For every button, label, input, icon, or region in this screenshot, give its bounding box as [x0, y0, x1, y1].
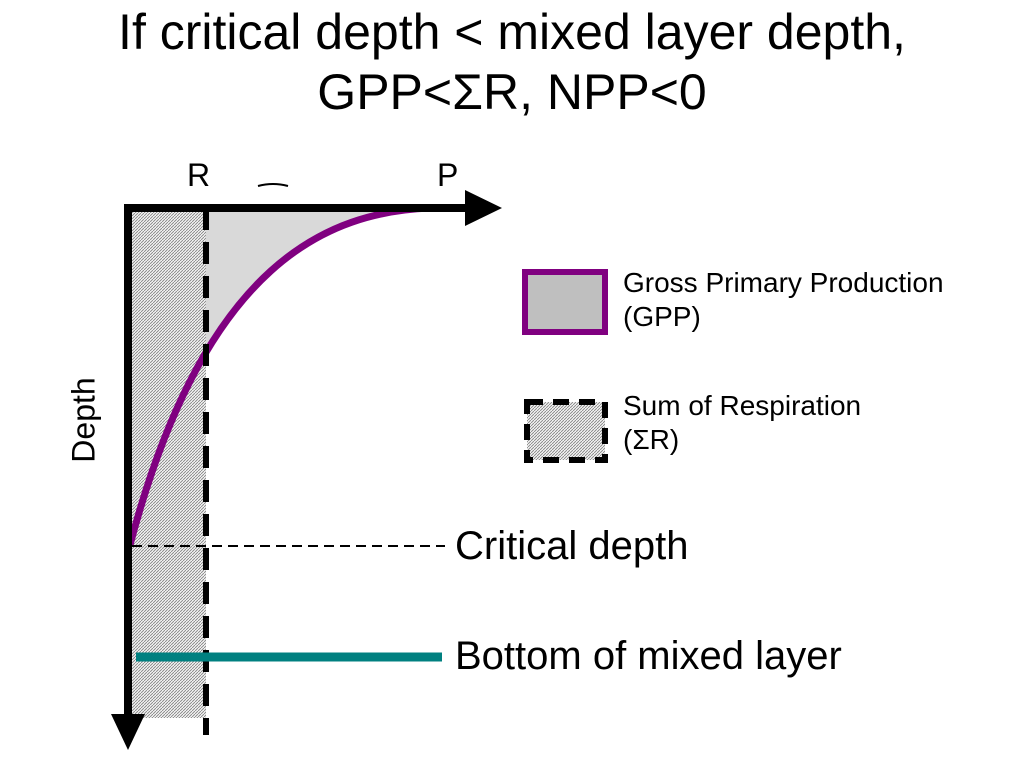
curve-artifact	[257, 183, 289, 187]
axis-label-r: R	[187, 157, 211, 193]
legend-gpp-swatch	[522, 269, 608, 335]
slide-title: If critical depth < mixed layer depth, G…	[0, 2, 1024, 122]
axis-label-p: P	[437, 157, 459, 193]
legend-respiration-label: Sum of Respiration (ΣR)	[623, 389, 861, 457]
legend-gpp-line2: (GPP)	[623, 301, 701, 332]
legend-respiration-line1: Sum of Respiration	[623, 390, 862, 421]
legend-gpp-label: Gross Primary Production (GPP)	[623, 266, 944, 334]
title-line-1: If critical depth < mixed layer depth,	[118, 4, 906, 60]
legend-respiration-swatch	[524, 399, 608, 463]
depth-axis-arrow	[111, 714, 145, 750]
legend-gpp-line1: Gross Primary Production	[623, 267, 944, 298]
respiration-area	[130, 208, 206, 718]
axis-label-depth: Depth	[65, 377, 102, 463]
production-axis-arrow	[465, 190, 502, 226]
bottom-mixed-layer-label: Bottom of mixed layer	[455, 634, 842, 678]
legend-respiration-line2: (ΣR)	[623, 424, 680, 455]
gpp-curve	[126, 204, 431, 546]
title-line-2: GPP<ΣR, NPP<0	[317, 64, 707, 120]
critical-depth-label: Critical depth	[455, 524, 689, 568]
